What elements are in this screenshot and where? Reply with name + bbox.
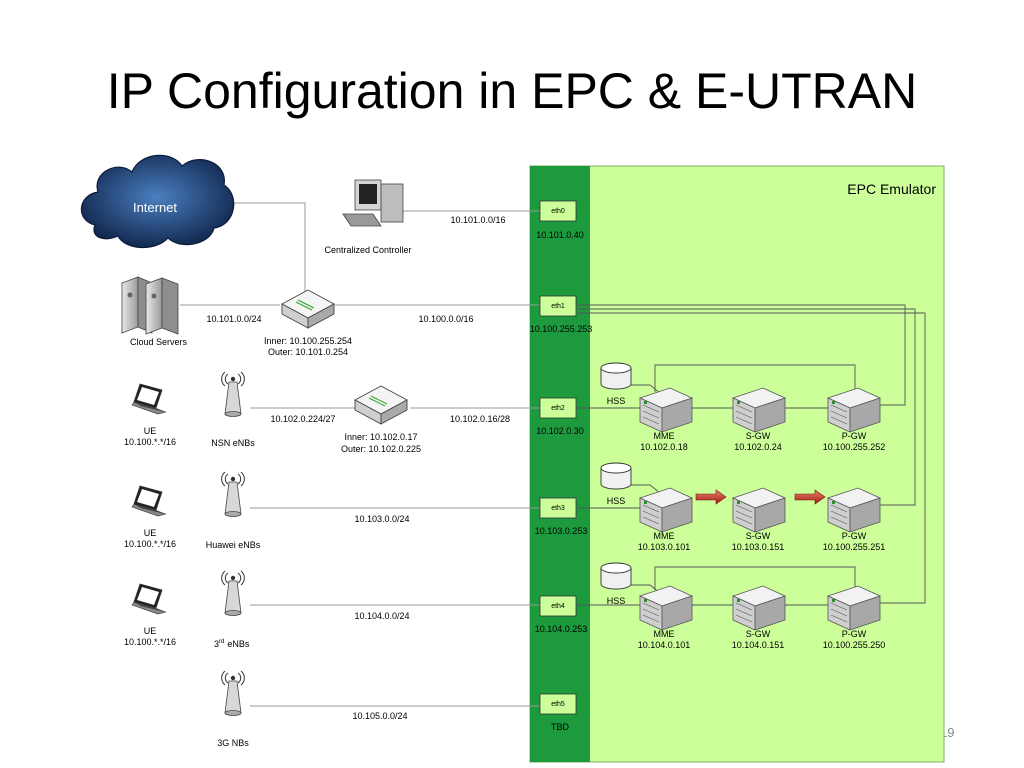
eth2-box — [539, 397, 577, 419]
huawei-enbs-label: Huawei eNBs — [206, 540, 261, 550]
epc-emulator-label: EPC Emulator — [847, 181, 936, 197]
eth-interfaces: eth0 10.101.0.40 eth1 10.100.255.253 eth… — [530, 200, 593, 732]
pgw1-label: P-GW — [842, 431, 867, 441]
eth0-box — [539, 200, 577, 222]
net-3g-label: 10.105.0.0/24 — [352, 711, 407, 721]
3g-nbs-label: 3G NBs — [217, 738, 249, 748]
cloud-icon — [80, 154, 235, 249]
ue1-label: UE — [144, 426, 157, 436]
controller-label: Centralized Controller — [324, 245, 411, 255]
laptop-icon — [131, 383, 167, 415]
pgw1-ip: 10.100.255.252 — [823, 442, 886, 452]
eth0-ip: 10.101.0.40 — [536, 230, 584, 240]
ue2-label: UE — [144, 528, 157, 538]
pgw3-label: P-GW — [842, 629, 867, 639]
eth3-label: eth3 — [551, 505, 565, 512]
router1-inner-label: Inner: 10.100.255.254 — [264, 336, 352, 346]
ue3-ip: 10.100.*.*/16 — [124, 637, 176, 647]
net-nsn-right-label: 10.102.0.16/28 — [450, 414, 510, 424]
net-nsn-left-label: 10.102.0.224/27 — [270, 414, 335, 424]
slide-title: IP Configuration in EPC & E-UTRAN — [106, 63, 918, 119]
eth3-ip: 10.103.0.253 — [535, 526, 588, 536]
laptop-icon — [131, 485, 167, 517]
ue1-ip: 10.100.*.*/16 — [124, 437, 176, 447]
internet-label: Internet — [133, 200, 177, 215]
antenna-icon — [221, 570, 245, 616]
net-huawei-label: 10.103.0.0/24 — [354, 514, 409, 524]
eth1-ip: 10.100.255.253 — [530, 324, 593, 334]
server-icon — [121, 276, 179, 335]
net-3rd-label: 10.104.0.0/24 — [354, 611, 409, 621]
eth4-label: eth4 — [551, 603, 565, 610]
pgw2-ip: 10.100.255.251 — [823, 542, 886, 552]
router-icon — [354, 385, 408, 425]
sgw3-ip: 10.104.0.151 — [732, 640, 785, 650]
hss3-label: HSS — [607, 596, 626, 606]
eth0-label: eth0 — [551, 208, 565, 215]
mme3-label: MME — [654, 629, 675, 639]
router-icon — [281, 289, 335, 329]
pgw2-label: P-GW — [842, 531, 867, 541]
net-eth0-label: 10.101.0.0/16 — [450, 215, 505, 225]
sgw1-label: S-GW — [746, 431, 771, 441]
router1-outer-label: Outer: 10.101.0.254 — [268, 347, 348, 357]
eth5-box — [539, 693, 577, 715]
cloud-servers-label: Cloud Servers — [130, 337, 188, 347]
net-cloud-label: 10.101.0.0/24 — [206, 314, 261, 324]
eth4-ip: 10.104.0.253 — [535, 624, 588, 634]
sgw3-label: S-GW — [746, 629, 771, 639]
eth5-ip: TBD — [551, 722, 570, 732]
epc-emulator-panel — [529, 165, 945, 763]
antenna-icon — [221, 670, 245, 716]
pgw3-ip: 10.100.255.250 — [823, 640, 886, 650]
hss1-label: HSS — [607, 396, 626, 406]
eth2-ip: 10.102.0.30 — [536, 426, 584, 436]
eth1-box — [539, 295, 577, 317]
eth2-label: eth2 — [551, 405, 565, 412]
desktop-icon — [342, 179, 404, 227]
ue2-ip: 10.100.*.*/16 — [124, 539, 176, 549]
mme1-ip: 10.102.0.18 — [640, 442, 688, 452]
router2-inner-label: Inner: 10.102.0.17 — [344, 432, 417, 442]
eth5-label: eth5 — [551, 701, 565, 708]
mme2-ip: 10.103.0.101 — [638, 542, 691, 552]
nsn-enbs-label: NSN eNBs — [211, 438, 255, 448]
sgw2-label: S-GW — [746, 531, 771, 541]
laptop-icon — [131, 583, 167, 615]
antenna-icon — [221, 471, 245, 517]
eth4-box — [539, 595, 577, 617]
database-icon — [600, 562, 632, 590]
sgw1-ip: 10.102.0.24 — [734, 442, 782, 452]
sgw2-ip: 10.103.0.151 — [732, 542, 785, 552]
ue3-label: UE — [144, 626, 157, 636]
antenna-icon — [221, 371, 245, 417]
hss2-label: HSS — [607, 496, 626, 506]
database-icon — [600, 462, 632, 490]
eth3-box — [539, 497, 577, 519]
database-icon — [600, 362, 632, 390]
eth1-label: eth1 — [551, 303, 565, 310]
epc-interface-stripe — [530, 166, 590, 762]
mme3-ip: 10.104.0.101 — [638, 640, 691, 650]
connection-lines — [180, 202, 540, 707]
router2-outer-label: Outer: 10.102.0.225 — [341, 444, 421, 454]
mme2-label: MME — [654, 531, 675, 541]
net-eth1-label: 10.100.0.0/16 — [418, 314, 473, 324]
mme1-label: MME — [654, 431, 675, 441]
